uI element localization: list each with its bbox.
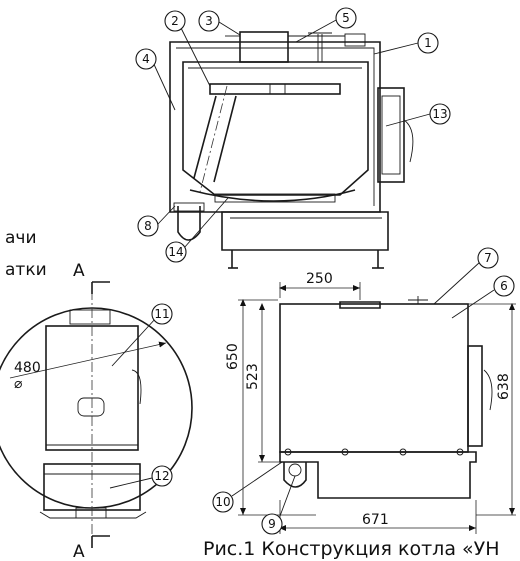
svg-text:1: 1 bbox=[424, 36, 432, 50]
svg-text:12: 12 bbox=[154, 469, 169, 483]
elevation-view bbox=[238, 282, 516, 534]
svg-text:8: 8 bbox=[144, 219, 152, 233]
figure-caption: Рис.1 Конструкция котла «УН bbox=[203, 538, 500, 560]
svg-text:⌀: ⌀ bbox=[14, 376, 23, 392]
svg-text:9: 9 bbox=[268, 517, 276, 531]
dim-650: 650 bbox=[225, 343, 241, 370]
section-mark-bottom: А bbox=[73, 542, 85, 561]
callout-9: 9 bbox=[261, 513, 283, 535]
dim-638: 638 bbox=[496, 373, 512, 400]
svg-text:5: 5 bbox=[342, 11, 350, 25]
callout-2: 2 bbox=[164, 10, 186, 32]
svg-text:11: 11 bbox=[154, 307, 169, 321]
callout-3: 3 bbox=[198, 10, 220, 32]
callout-6: 6 bbox=[493, 275, 515, 297]
callout-5: 5 bbox=[335, 7, 357, 29]
svg-text:14: 14 bbox=[168, 245, 183, 259]
callout-7: 7 bbox=[477, 247, 499, 269]
callout-1: 1 bbox=[417, 32, 439, 54]
round-view bbox=[0, 281, 193, 548]
svg-text:10: 10 bbox=[215, 495, 230, 509]
svg-text:3: 3 bbox=[205, 14, 213, 28]
dim-523: 523 bbox=[245, 363, 261, 390]
svg-text:2: 2 bbox=[171, 14, 179, 28]
section-mark-top: А bbox=[73, 261, 85, 281]
callout-13: 13 bbox=[429, 103, 451, 125]
svg-text:6: 6 bbox=[500, 279, 508, 293]
callout-11: 11 bbox=[151, 303, 173, 325]
svg-text:4: 4 bbox=[142, 52, 150, 66]
svg-text:13: 13 bbox=[432, 107, 447, 121]
diameter-label: 480 ⌀ bbox=[14, 360, 41, 392]
callout-12: 12 bbox=[151, 465, 173, 487]
section-view bbox=[169, 31, 414, 269]
callout-8: 8 bbox=[137, 215, 159, 237]
dim-250: 250 bbox=[306, 271, 333, 287]
svg-text:7: 7 bbox=[484, 251, 492, 265]
svg-text:480: 480 bbox=[14, 360, 41, 376]
side-text-1: ачи bbox=[5, 228, 37, 248]
side-text-2: атки bbox=[5, 260, 47, 280]
dim-671: 671 bbox=[362, 512, 389, 528]
callout-14: 14 bbox=[165, 241, 187, 263]
callout-4: 4 bbox=[135, 48, 157, 70]
callout-10: 10 bbox=[212, 491, 234, 513]
